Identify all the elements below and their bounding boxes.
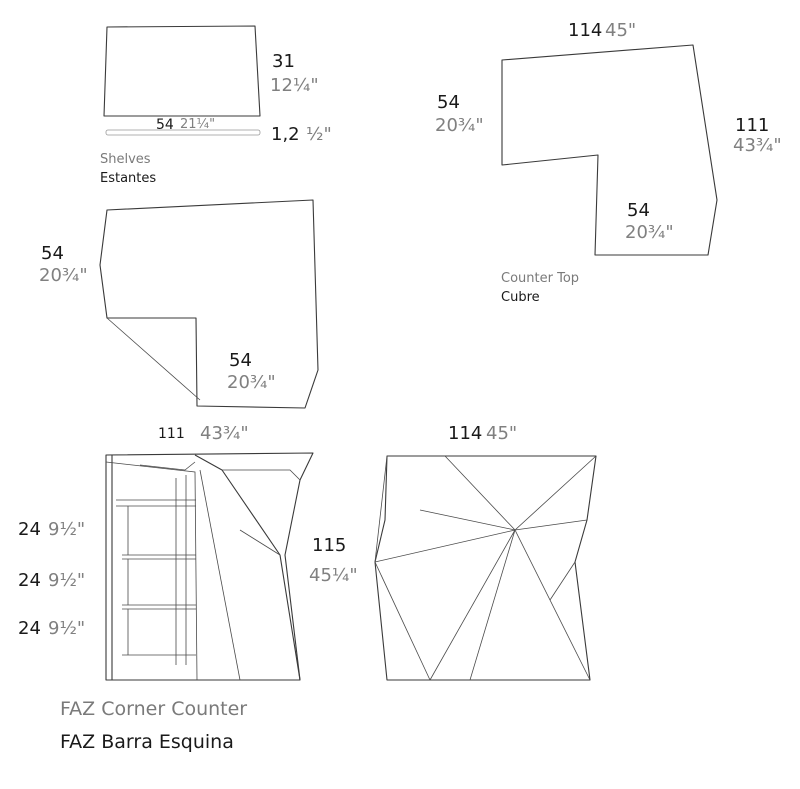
shelf-spacing-1-cm: 24	[18, 519, 41, 540]
side-width-in: 45"	[486, 423, 518, 444]
base-inner-depth-cm: 54	[229, 350, 252, 371]
front-height-cm: 115	[312, 535, 347, 556]
shelves-caption-en: Shelves	[100, 152, 151, 167]
product-name-es: FAZ Barra Esquina	[60, 731, 234, 753]
shelves-caption-es: Estantes	[100, 171, 157, 186]
countertop-inner-depth-cm: 54	[627, 200, 650, 221]
shelf-width-in: 21¼"	[180, 117, 216, 132]
side-width-cm: 114	[448, 423, 483, 444]
front-height-in: 45¼"	[309, 565, 358, 586]
base-left-depth-cm: 54	[41, 243, 64, 264]
front-view-drawing	[105, 452, 314, 681]
product-name-en: FAZ Corner Counter	[60, 698, 248, 720]
countertop-caption-es: Cubre	[501, 290, 540, 305]
countertop-width-cm: 114	[568, 20, 603, 41]
countertop-inner-depth-in: 20¾"	[625, 222, 674, 243]
countertop-left-depth-in: 20¾"	[435, 115, 484, 136]
shelf-spacing-3-cm: 24	[18, 618, 41, 639]
countertop-caption-en: Counter Top	[501, 271, 580, 286]
shelf-panel-drawing	[103, 25, 261, 136]
base-plan-drawing	[99, 199, 319, 409]
counter-top-drawing	[501, 44, 718, 256]
countertop-width-in: 45"	[605, 20, 637, 41]
shelf-thickness-in: ½"	[306, 124, 332, 145]
base-left-depth-in: 20¾"	[39, 265, 88, 286]
shelf-spacing-2-cm: 24	[18, 570, 41, 591]
shelf-height-cm: 31	[272, 51, 295, 72]
shelf-width-cm: 54	[156, 117, 174, 133]
shelf-height-in: 12¼"	[270, 75, 319, 96]
shelf-spacing-2-in: 9½"	[48, 570, 86, 591]
countertop-right-height-in: 43¾"	[733, 135, 782, 156]
shelf-spacing-1-in: 9½"	[48, 519, 86, 540]
shelf-spacing-3-in: 9½"	[48, 618, 86, 639]
countertop-right-height-cm: 111	[735, 115, 770, 136]
front-width-in: 43¾"	[200, 423, 249, 444]
front-width-cm: 111	[158, 426, 185, 442]
side-view-drawing	[374, 455, 597, 681]
shelf-thickness-cm: 1,2	[271, 124, 300, 145]
base-inner-depth-in: 20¾"	[227, 372, 276, 393]
countertop-left-depth-cm: 54	[437, 92, 460, 113]
